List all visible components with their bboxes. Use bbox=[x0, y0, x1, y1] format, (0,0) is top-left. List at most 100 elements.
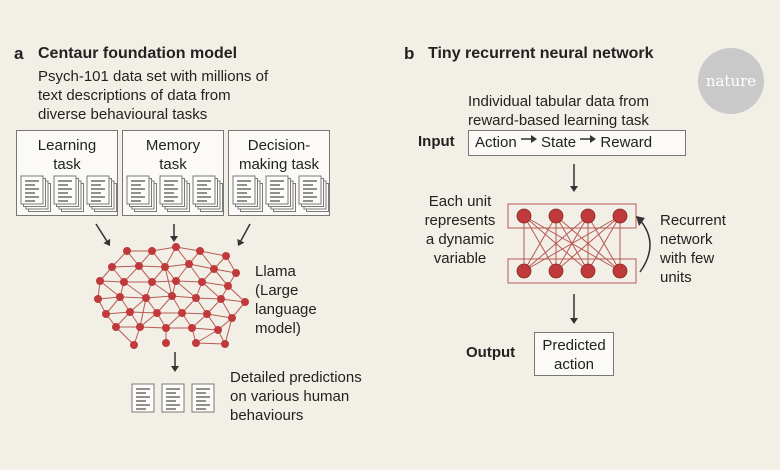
model-line: language bbox=[255, 301, 317, 318]
task-label: making task bbox=[238, 156, 320, 173]
rnn-edge bbox=[523, 215, 621, 272]
arrow-learning-to-model bbox=[95, 223, 108, 242]
network-edge bbox=[151, 280, 177, 283]
task-label: Learning bbox=[37, 137, 97, 154]
network-edge bbox=[123, 281, 147, 299]
prediction-document-icon bbox=[161, 383, 185, 413]
network-node bbox=[203, 310, 211, 318]
input-item-action: Action bbox=[475, 134, 517, 151]
rnn-unit bbox=[548, 263, 564, 279]
network-edge bbox=[181, 312, 208, 315]
dataset-description: Psych-101 data set with millions of text… bbox=[38, 67, 268, 124]
rnn-edge bbox=[523, 215, 557, 272]
network-node bbox=[214, 326, 222, 334]
rnn-unit bbox=[516, 263, 532, 279]
network-edge bbox=[201, 281, 222, 300]
arrow-decision-to-model bbox=[240, 223, 251, 242]
document-stack-icon bbox=[126, 175, 150, 205]
panel-b-letter: b bbox=[404, 44, 415, 63]
network-edge bbox=[206, 313, 233, 319]
unit-line: variable bbox=[433, 250, 487, 267]
network-edge bbox=[129, 311, 158, 314]
data-line: Individual tabular data from bbox=[468, 93, 649, 110]
unit-line: Each unit bbox=[428, 193, 492, 210]
rnn-unit bbox=[580, 208, 596, 224]
network-node bbox=[153, 309, 161, 317]
document-stack-icon bbox=[298, 175, 322, 205]
network-node bbox=[178, 309, 186, 317]
dataset-line: diverse behavioural tasks bbox=[38, 106, 208, 123]
network-node bbox=[228, 314, 236, 322]
network-node bbox=[196, 247, 204, 255]
task-label: task bbox=[159, 156, 187, 173]
network-edge bbox=[199, 250, 227, 257]
network-edge bbox=[151, 246, 177, 252]
unit-description: Each unit represents a dynamic variable bbox=[420, 192, 500, 268]
network-edge bbox=[195, 329, 219, 344]
network-node bbox=[224, 282, 232, 290]
network-edge bbox=[175, 280, 203, 283]
output-label: Output bbox=[466, 344, 516, 361]
rnn-unit bbox=[580, 263, 596, 279]
network-node bbox=[172, 243, 180, 251]
network-node bbox=[241, 298, 249, 306]
network-node bbox=[102, 310, 110, 318]
output-line: Predicted bbox=[542, 337, 606, 354]
tabular-data-description: Individual tabular data from reward-base… bbox=[468, 92, 649, 130]
output-layer-frame bbox=[507, 258, 637, 284]
network-edge bbox=[99, 280, 125, 283]
network-edge bbox=[220, 298, 246, 303]
network-node bbox=[217, 295, 225, 303]
network-edge bbox=[175, 246, 201, 252]
unit-line: represents bbox=[424, 212, 496, 229]
network-edge bbox=[195, 297, 222, 300]
recurrent-line: Recurrent bbox=[660, 212, 726, 229]
llama-label: Llama (Large language model) bbox=[255, 262, 317, 338]
network-node bbox=[232, 269, 240, 277]
network-node bbox=[198, 278, 206, 286]
data-line: reward-based learning task bbox=[468, 112, 649, 129]
arrow-model-to-predictions-head bbox=[171, 366, 179, 372]
network-edge bbox=[191, 327, 219, 331]
network-node bbox=[94, 295, 102, 303]
document-stack-icon bbox=[192, 175, 216, 205]
predictions-label: Detailed predictions on various human be… bbox=[230, 368, 362, 425]
arrow-right-icon bbox=[580, 128, 597, 152]
prediction-document-icon bbox=[131, 383, 155, 413]
rnn-edge bbox=[523, 215, 589, 272]
input-item-state: State bbox=[541, 134, 577, 151]
network-node bbox=[108, 263, 116, 271]
document-stack-icon bbox=[20, 175, 44, 205]
output-line: action bbox=[553, 356, 595, 373]
rnn-unit bbox=[516, 208, 532, 224]
network-node bbox=[126, 308, 134, 316]
network-edge bbox=[139, 326, 167, 329]
network-node bbox=[222, 252, 230, 260]
network-node bbox=[96, 277, 104, 285]
arrow-memory-to-model-head bbox=[170, 236, 178, 242]
network-node bbox=[148, 278, 156, 286]
network-edge bbox=[164, 263, 190, 268]
document-stack-icon bbox=[159, 175, 183, 205]
network-edge bbox=[138, 265, 166, 268]
recurrent-line: units bbox=[660, 269, 692, 286]
network-edge bbox=[201, 281, 229, 287]
arrow-right-icon bbox=[520, 128, 537, 152]
network-edge bbox=[145, 295, 173, 299]
recurrent-description: Recurrent network with few units bbox=[660, 211, 726, 287]
input-box: Action State Reward bbox=[468, 130, 686, 156]
network-node bbox=[185, 260, 193, 268]
task-label: Decision- bbox=[247, 137, 311, 154]
panel-a-letter: a bbox=[14, 44, 24, 63]
model-line: (Large bbox=[255, 282, 299, 299]
network-node bbox=[142, 294, 150, 302]
network-edge bbox=[171, 295, 197, 299]
document-stack-icon bbox=[265, 175, 289, 205]
network-edge bbox=[115, 326, 135, 346]
dataset-line: text descriptions of data from bbox=[38, 87, 231, 104]
arrow-learning-to-model-head bbox=[103, 238, 111, 246]
network-node bbox=[210, 265, 218, 273]
task-label: task bbox=[53, 156, 81, 173]
network-edge bbox=[151, 281, 173, 297]
rnn-unit bbox=[612, 208, 628, 224]
